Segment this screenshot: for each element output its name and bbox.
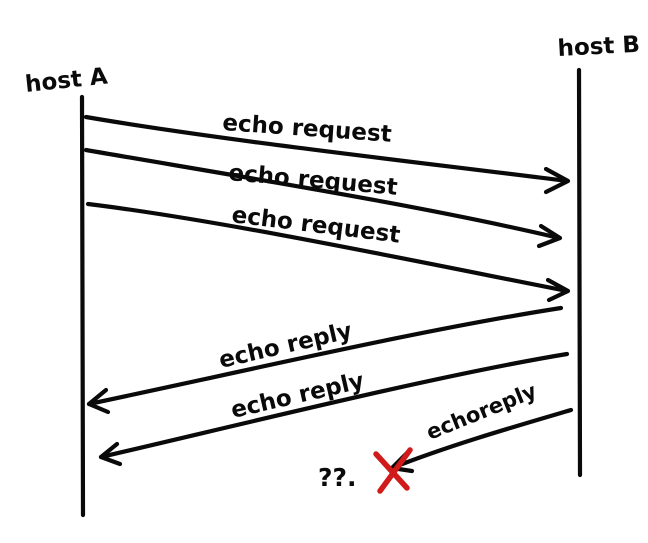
echo-request-label-2: echo request bbox=[227, 160, 398, 201]
echo-reply-label-1: echo reply bbox=[217, 318, 355, 374]
echo-reply-arrow-1 bbox=[86, 305, 564, 415]
arrowhead-icon bbox=[543, 166, 571, 195]
echo-request-arrow-3 bbox=[85, 201, 571, 303]
host-b-label: host B bbox=[557, 32, 641, 62]
arrowhead-icon bbox=[86, 387, 111, 415]
echo-request-arrow-1 bbox=[83, 114, 571, 195]
arrowhead-icon bbox=[536, 223, 563, 249]
echo-request-arrow-2 bbox=[83, 147, 563, 249]
host-b-lifeline bbox=[576, 67, 583, 478]
echo-reply-arrow-2 bbox=[98, 351, 570, 467]
host-a-lifeline bbox=[79, 94, 86, 518]
host-a-label: host A bbox=[24, 63, 109, 98]
arrowhead-icon bbox=[545, 277, 571, 303]
arrowhead-icon bbox=[98, 441, 123, 467]
echo-reply-label-2: echo reply bbox=[229, 368, 367, 424]
cross-icon bbox=[373, 447, 413, 494]
lost-question-marks: ??. bbox=[318, 463, 357, 492]
